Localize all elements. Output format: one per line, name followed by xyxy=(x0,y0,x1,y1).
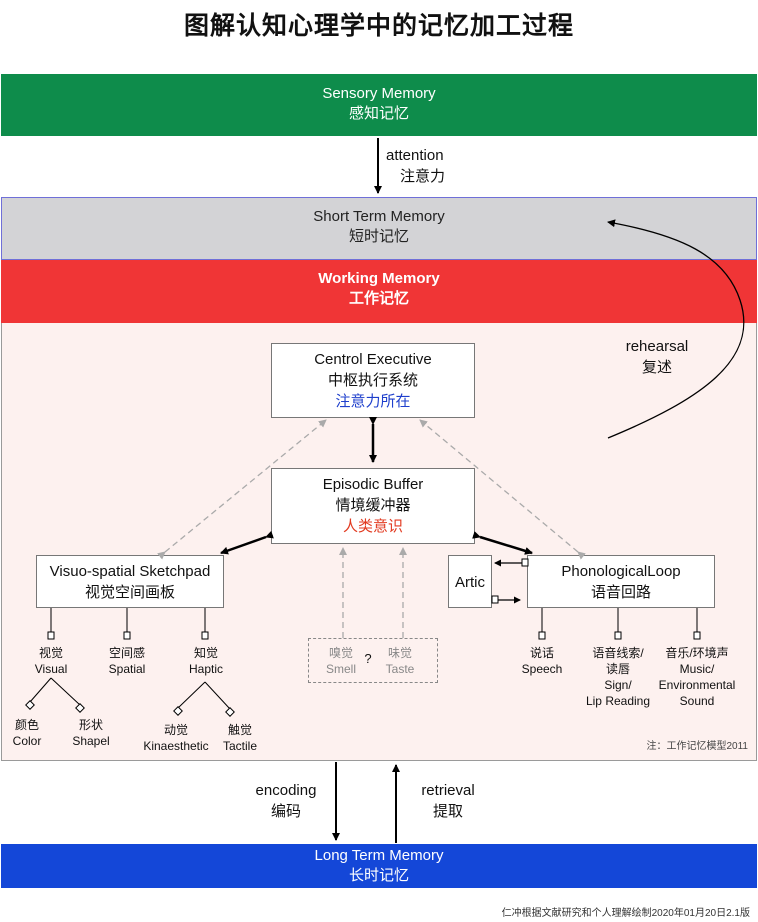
sensory-memory-band: Sensory Memory 感知记忆 xyxy=(1,74,757,136)
wm-zh: 工作记忆 xyxy=(348,290,409,307)
sign-zh2: 读唇 xyxy=(605,662,630,676)
wm-en: Working Memory xyxy=(318,270,440,287)
music-zh: 音乐/环境声 xyxy=(665,646,729,660)
episodic-buffer-zh: 情境缓冲器 xyxy=(335,497,411,514)
taste-node: 味觉 Taste xyxy=(376,645,424,677)
stm-en: Short Term Memory xyxy=(313,208,445,225)
tactile-zh: 触觉 xyxy=(227,723,252,737)
ltm-en: Long Term Memory xyxy=(314,847,444,864)
stm-zh: 短时记忆 xyxy=(348,228,409,245)
visual-branch xyxy=(25,677,85,713)
model-note: 注：工作记忆模型2011 xyxy=(646,741,748,752)
central-phono-dashed-arrow xyxy=(419,419,586,560)
taste-zh: 味觉 xyxy=(387,646,412,660)
episodic-buffer-note: 人类意识 xyxy=(342,518,403,535)
attention-zh: 注意力 xyxy=(400,168,446,185)
unknown-sense-mark: ? xyxy=(364,651,372,666)
shape-node: 形状 Shapel xyxy=(64,717,118,749)
artic-box: Artic xyxy=(448,555,492,608)
long-term-memory-band: Long Term Memory 长时记忆 xyxy=(1,844,757,888)
episodic-phono-arrow xyxy=(472,531,533,555)
encoding-zh: 编码 xyxy=(270,803,301,820)
kinaesthetic-en: Kinaesthetic xyxy=(143,739,209,753)
working-memory-band: Working Memory 工作记忆 xyxy=(1,260,757,323)
central-executive-en: Centrol Executive xyxy=(314,351,432,368)
rehearsal-en: rehearsal xyxy=(625,338,689,355)
footer-credit: 仁冲根据文献研究和个人理解绘制2020年01月20日2.1版 xyxy=(501,908,750,919)
sensory-memory-en: Sensory Memory xyxy=(322,85,436,102)
color-node: 颜色 Color xyxy=(4,717,50,749)
haptic-zh: 知觉 xyxy=(193,646,218,660)
speech-zh: 说话 xyxy=(529,646,554,660)
rehearsal-zh: 复述 xyxy=(641,359,672,376)
smell-taste-box xyxy=(308,638,438,683)
central-executive-note: 注意力所在 xyxy=(335,393,411,410)
music-en1: Music/ xyxy=(679,662,715,676)
page-title: 图解认知心理学中的记忆加工过程 xyxy=(183,12,574,40)
spatial-node: 空间感 Spatial xyxy=(97,645,157,677)
rehearsal-arrow xyxy=(607,219,745,439)
visual-zh: 视觉 xyxy=(38,646,63,660)
sign-en2: Lip Reading xyxy=(585,694,651,708)
speech-en: Speech xyxy=(521,662,563,676)
short-term-memory-band: Short Term Memory 短时记忆 xyxy=(1,197,757,260)
phonological-loop-en: PhonologicalLoop xyxy=(561,563,681,580)
visuo-children-connectors xyxy=(47,608,209,640)
attention-label: attention 注意力 xyxy=(386,145,462,187)
phonological-loop-zh: 语音回路 xyxy=(590,584,651,601)
taste-en: Taste xyxy=(385,662,415,676)
music-en3: Sound xyxy=(679,694,715,708)
color-zh: 颜色 xyxy=(14,718,39,732)
spatial-zh: 空间感 xyxy=(108,646,145,660)
episodic-visuo-arrow xyxy=(220,530,274,555)
sign-en1: Sign/ xyxy=(604,678,632,692)
attention-en: attention xyxy=(386,147,444,164)
tactile-node: 触觉 Tactile xyxy=(214,722,266,754)
color-en: Color xyxy=(12,734,42,748)
tactile-en: Tactile xyxy=(222,739,257,753)
encoding-label: encoding 编码 xyxy=(244,780,328,822)
artic-label: Artic xyxy=(455,574,485,591)
haptic-en: Haptic xyxy=(188,662,223,676)
rehearsal-label: rehearsal 复述 xyxy=(612,336,702,378)
central-executive-zh: 中枢执行系统 xyxy=(327,372,418,389)
visual-node: 视觉 Visual xyxy=(26,645,76,677)
kinaesthetic-zh: 动觉 xyxy=(163,723,188,737)
smell-en: Smell xyxy=(325,662,356,676)
music-node: 音乐/环境声 Music/ Environmental Sound xyxy=(654,645,740,709)
sign-node: 语音线索/ 读唇 Sign/ Lip Reading xyxy=(576,645,660,709)
shape-en: Shapel xyxy=(72,734,110,748)
retrieval-en: retrieval xyxy=(421,782,475,799)
retrieval-zh: 提取 xyxy=(432,803,463,820)
visuo-spatial-box: Visuo-spatial Sketchpad 视觉空间画板 xyxy=(36,555,224,608)
sign-zh1: 语音线索/ xyxy=(592,646,644,660)
music-en2: Environmental xyxy=(658,678,736,692)
visual-en: Visual xyxy=(34,662,68,676)
visuo-spatial-zh: 视觉空间画板 xyxy=(84,584,175,601)
visuo-spatial-en: Visuo-spatial Sketchpad xyxy=(49,563,211,580)
speech-node: 说话 Speech xyxy=(514,645,570,677)
spatial-en: Spatial xyxy=(108,662,146,676)
episodic-buffer-en: Episodic Buffer xyxy=(322,476,424,493)
smell-zh: 嗅觉 xyxy=(328,646,353,660)
sensory-memory-zh: 感知记忆 xyxy=(348,105,409,122)
haptic-node: 知觉 Haptic xyxy=(176,645,236,677)
smell-node: 嗅觉 Smell xyxy=(318,645,364,677)
phono-children-connectors xyxy=(538,608,701,640)
retrieval-label: retrieval 提取 xyxy=(410,780,486,822)
haptic-branch xyxy=(173,681,235,717)
kinaesthetic-node: 动觉 Kinaesthetic xyxy=(138,722,214,754)
shape-zh: 形状 xyxy=(78,718,103,732)
ltm-zh: 长时记忆 xyxy=(348,867,409,884)
encoding-en: encoding xyxy=(255,782,317,799)
phonological-loop-box: PhonologicalLoop 语音回路 xyxy=(527,555,715,608)
central-visuo-dashed-arrow xyxy=(157,419,327,560)
